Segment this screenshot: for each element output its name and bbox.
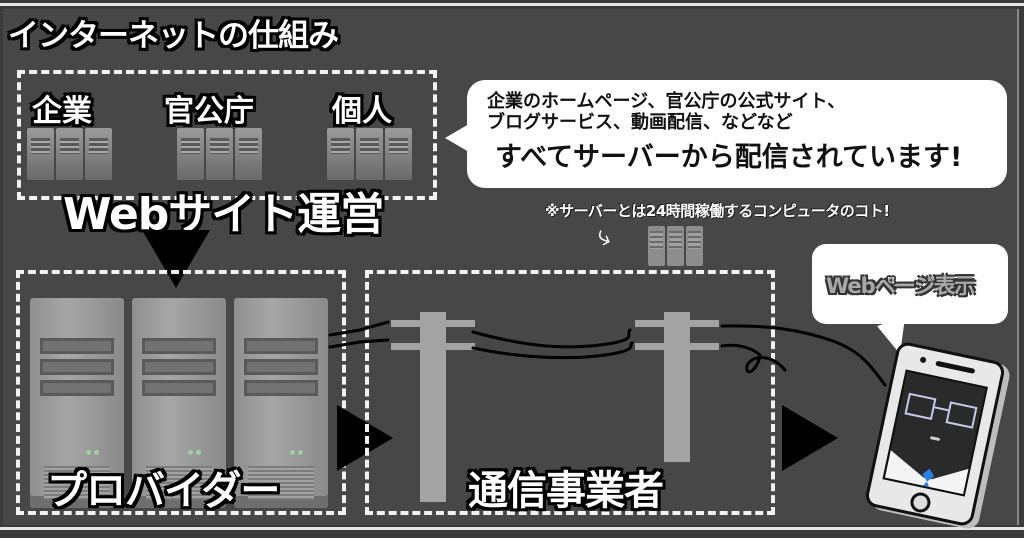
server-tower-icon	[667, 226, 684, 266]
camera-dot	[919, 356, 927, 364]
server-icon-group-government	[177, 128, 262, 180]
frame-top-line	[0, 3, 1024, 6]
phone-screen	[882, 369, 988, 497]
home-button-icon	[908, 490, 933, 515]
label-company: 企業	[32, 94, 92, 129]
server-tower-icon	[30, 298, 124, 508]
provider-servers	[30, 298, 328, 508]
server-tower-icon	[235, 128, 262, 180]
frame-bottom-line	[0, 527, 1024, 530]
utility-pole-crossarm	[391, 320, 475, 327]
bubble-text-emphasis: すべてサーバーから配信されています!	[495, 142, 963, 173]
utility-pole-crossarm	[635, 320, 719, 327]
server-icon-group-note	[648, 226, 703, 266]
arrow-down-icon	[142, 230, 210, 288]
label-individual: 個人	[332, 94, 392, 129]
provider-label: プロバイダー	[47, 468, 280, 514]
utility-pole-crossarm	[635, 343, 719, 350]
server-tower-icon	[132, 298, 226, 508]
diagram-title: インターネットの仕組み	[8, 18, 339, 54]
server-tower-icon	[327, 128, 354, 180]
bubble-text-line-1: 企業のホームページ、官公庁の公式サイト、	[487, 91, 846, 112]
phone-speech-bubble: Webページ表示	[812, 244, 1008, 324]
server-tower-icon	[648, 226, 665, 266]
web-page-display-label: Webページ表示	[826, 274, 975, 298]
server-icon-group-individual	[327, 128, 412, 180]
glasses-icon	[904, 392, 979, 429]
website-operation-caption: Webサイト運営	[63, 189, 384, 240]
speaker-slot	[935, 360, 976, 374]
website-operators-box	[17, 70, 437, 200]
server-tower-icon	[27, 128, 54, 180]
server-icon-group-company	[27, 128, 112, 180]
server-tower-icon	[686, 226, 703, 266]
server-tower-icon	[85, 128, 112, 180]
server-tower-icon	[234, 298, 328, 508]
utility-pole-crossarm	[391, 343, 475, 350]
bubble-text-line-2: ブログサービス、動画配信、などなど	[487, 112, 793, 133]
server-tower-icon	[356, 128, 383, 180]
speech-bubble: 企業のホームページ、官公庁の公式サイト、 ブログサービス、動画配信、などなど す…	[445, 80, 1007, 188]
mouth	[929, 436, 941, 442]
telecom-label: 通信事業者	[468, 468, 664, 514]
provider-box	[16, 270, 346, 515]
server-tower-icon	[385, 128, 412, 180]
server-tower-icon	[56, 128, 83, 180]
utility-pole-icon	[664, 312, 690, 462]
arrow-right-icon	[782, 405, 838, 471]
utility-pole-icon	[420, 312, 446, 502]
server-tower-icon	[206, 128, 233, 180]
server-note: ※サーバーとは24時間稼働するコンピュータのコト!	[545, 202, 890, 220]
server-tower-icon	[177, 128, 204, 180]
label-government: 官公庁	[164, 94, 254, 129]
telecom-box	[365, 270, 775, 515]
